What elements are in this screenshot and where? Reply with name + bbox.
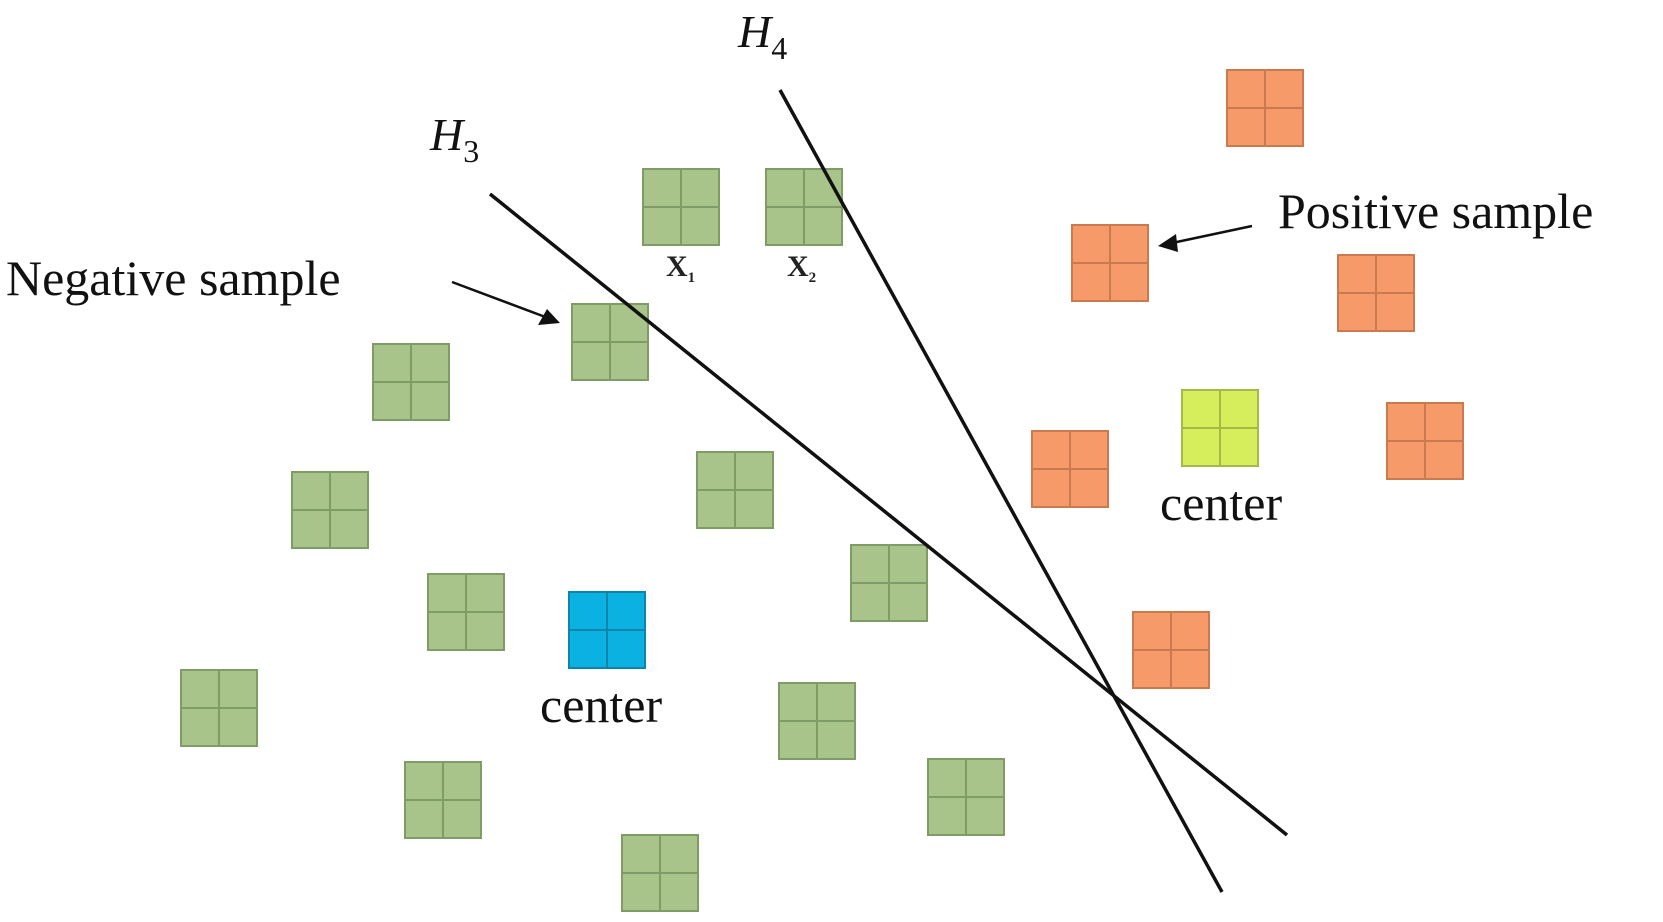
negative-sample-square [427,573,505,651]
x1-label: X1 [666,250,695,286]
negative-sample-square [850,544,928,622]
positive-center-label: center [1160,475,1282,531]
negative-sample-label: Negative sample [6,250,341,306]
negative-sample-square [927,758,1005,836]
positive-sample-square [1337,254,1415,332]
negative-sample-square [372,343,450,421]
negative-sample-square [696,451,774,529]
negative-sample-square [404,761,482,839]
center-samples-group [568,389,1259,669]
positive-sample-square [1226,69,1304,147]
positive-sample-square [1031,430,1109,508]
x2-label: X2 [787,250,816,286]
hyperplane-h4-label: H4 [737,6,787,66]
negative-center-label: center [540,677,662,733]
negative-sample-square [642,168,720,246]
positive-sample-arrow [1158,224,1253,252]
positive-sample-square [1132,611,1210,689]
negative-sample-square [571,303,649,381]
positive-sample-square [1071,224,1149,302]
positive-samples-group [1031,69,1464,689]
negative-sample-square [778,682,856,760]
positive-center-square [1181,389,1259,467]
negative-sample-square [180,669,258,747]
hyperplane-h4-line [778,89,1224,893]
negative-center-square [568,591,646,669]
negative-sample-square [621,834,699,912]
hyperplane-h3-line [488,192,1289,837]
negative-sample-arrow [451,280,560,325]
positive-sample-label: Positive sample [1278,183,1593,239]
hyperplane-h3-label: H3 [429,109,479,169]
positive-sample-square [1386,402,1464,480]
negative-samples-group [180,168,1005,912]
negative-sample-square [291,471,369,549]
